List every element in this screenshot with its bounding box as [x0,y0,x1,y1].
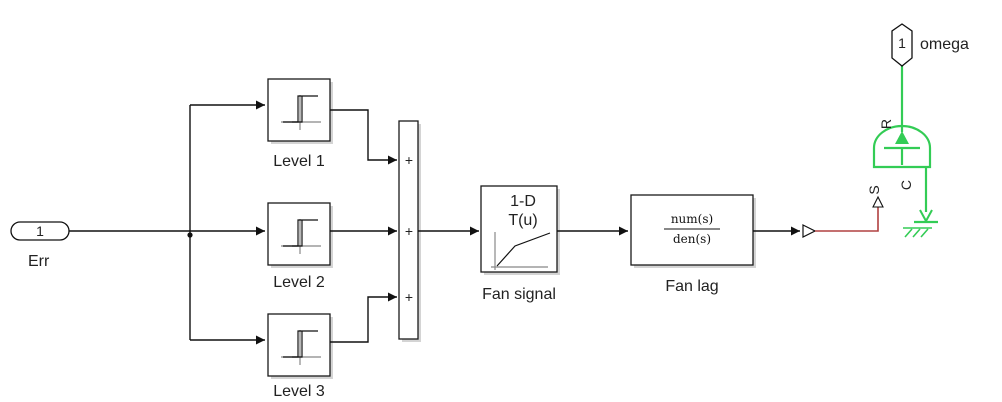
sum-block[interactable]: + + + [398,120,421,342]
relay-to-sum-wires [330,109,397,343]
sum-sign-1: + [405,152,413,168]
relay-level-2[interactable] [267,202,333,268]
sum-sign-3: + [405,289,413,305]
angular-velocity-source[interactable]: S R C [866,65,938,238]
outport-omega[interactable]: 1 [891,23,913,67]
port-r-label: R [878,119,894,129]
transfer-fcn-label: Fan lag [665,278,718,295]
tf-numerator: num(s) [671,212,713,226]
lookup-line-1: 1-D [510,193,536,210]
lookup-line-2: T(u) [508,212,537,229]
lookup-table-block[interactable]: 1-D T(u) [480,185,560,275]
relay-label-2: Level 2 [273,274,325,291]
lookup-label: Fan signal [482,286,556,303]
physical-signal-line [815,207,879,232]
tf-denominator: den(s) [673,232,711,246]
inport-err[interactable]: 1 [10,221,70,241]
port-c-label: C [898,180,914,190]
inport-number: 1 [36,223,44,239]
relay-label-3: Level 3 [273,383,325,400]
relay-level-3[interactable] [267,313,333,379]
sum-sign-2: + [405,223,413,239]
relay-hysteresis-icon [281,330,321,365]
relay-label-1: Level 1 [273,153,325,170]
outport-label: omega [920,36,969,53]
inport-label: Err [28,253,50,270]
input-wires [69,100,265,345]
port-s-label: S [866,185,882,194]
lookup-curve-icon [491,232,551,270]
ground-hatch-icon [903,227,932,238]
ps-input-port-icon [872,195,884,208]
relay-hysteresis-icon [281,219,321,254]
relay-level-1[interactable] [267,78,333,144]
simulink-ps-converter[interactable] [802,224,817,238]
relay-hysteresis-icon [281,95,321,130]
outport-number: 1 [898,35,906,51]
transfer-fcn-block[interactable]: num(s) den(s) [630,194,756,268]
